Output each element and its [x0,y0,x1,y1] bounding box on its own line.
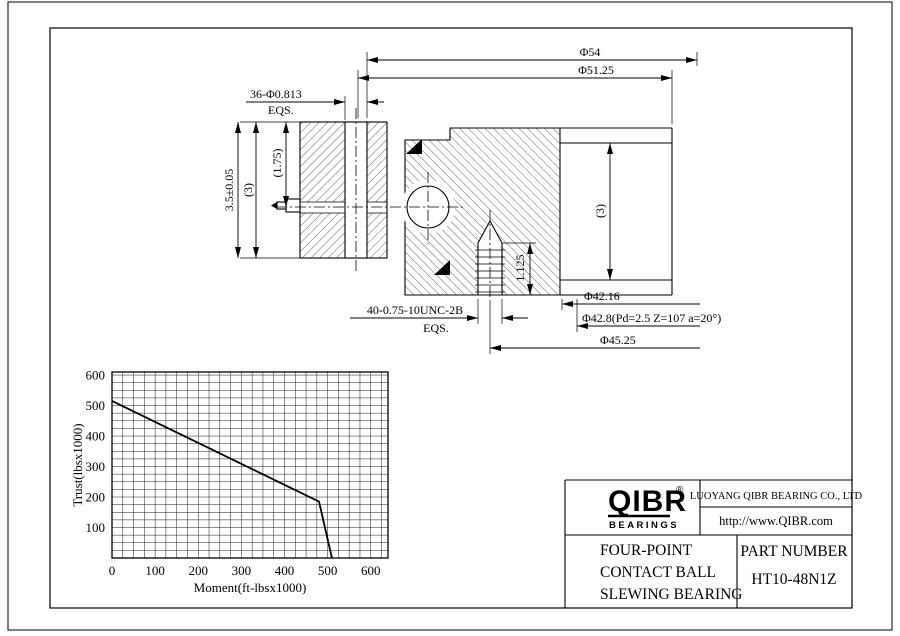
chart-border [111,371,389,559]
registered-trademark-icon: ® [676,485,684,496]
dim-label-3-left: (3) [241,183,255,197]
seal-top [406,139,422,154]
dim-label-thread-eqs: EQS. [423,321,449,335]
chart-x-axis-label: Moment(ft-lbsx1000) [194,580,307,595]
dim-label-thread: 40-0.75-10UNC-2B [367,303,463,317]
grease-fitting [285,198,301,213]
centerlines [276,108,491,300]
x-tick-label: 0 [109,563,116,578]
part-number-label: PART NUMBER [740,543,848,560]
dim-label-height: 3.5±0.05 [222,169,236,212]
dim-label-d428: Φ42.8(Pd=2.5 Z=107 a=20°) [582,311,721,325]
y-tick-label: 500 [86,398,106,413]
chart-y-axis-label: Trust(lbsx1000) [70,423,85,506]
company-website: http://www.QIBR.com [719,514,833,528]
dim-label-d4525: Φ45.25 [600,333,636,347]
chart-plot-area: 0 100 200 300 400 500 600 100 200 300 400 500 600 [86,368,389,578]
outer-border [7,1,893,631]
company-logo: QIBR [608,485,687,518]
dim-label-holes-eqs: EQS. [268,103,294,117]
chart-series-thrust-moment-capacity [111,400,333,559]
dimension-lines [235,57,700,351]
dimensions: Φ54 Φ51.25 36-Φ0.813 EQS. 3.5±0.05 (3) (… [222,45,721,351]
product-name-line2: CONTACT BALL [600,564,716,581]
grease-fitting-tip [271,202,277,209]
x-tick-label: 400 [275,563,295,578]
page-frame [7,1,893,631]
dim-label-d54: Φ54 [580,45,601,59]
bearing-cross-section [271,108,673,354]
x-tick-label: 600 [361,563,381,578]
y-tick-label: 200 [86,490,106,505]
x-tick-label: 200 [189,563,209,578]
company-name: LUOYANG QIBR BEARING CO., LTD [690,491,863,502]
title-block: QIBR ® BEARINGS LUOYANG QIBR BEARING CO.… [564,479,863,608]
y-tick-label: 100 [86,520,106,535]
product-name-line1: FOUR-POINT [600,542,693,559]
left-ring-section [299,121,388,259]
title-block-borders [564,479,852,608]
dim-label-3-right: (3) [593,204,607,218]
grease-fitting-nipple [276,201,287,210]
y-tick-label: 300 [86,459,106,474]
part-number-value: HT10-48N1Z [751,571,836,588]
x-tick-label: 100 [145,563,165,578]
seal-bottom [434,260,450,275]
x-tick-label: 500 [318,563,338,578]
inner-border [49,27,853,609]
dim-label-holes: 36-Φ0.813 [250,87,302,101]
grease-passage [301,202,386,213]
dim-label-d5125: Φ51.25 [578,63,614,77]
x-tick-label: 300 [232,563,252,578]
dim-label-depth: 1.125 [513,255,527,282]
dim-label-175: (1.75) [270,149,284,178]
load-capacity-chart: 0 100 200 300 400 500 600 100 200 300 400 500 600 Mo… [70,368,389,595]
dim-label-d4216: Φ42.16 [584,289,620,303]
y-tick-label: 400 [86,429,106,444]
y-tick-label: 600 [86,368,106,383]
ring-side-view [560,127,673,296]
product-name-line3: SLEWING BEARING [600,586,743,603]
logo-subtext: BEARINGS [609,520,679,531]
